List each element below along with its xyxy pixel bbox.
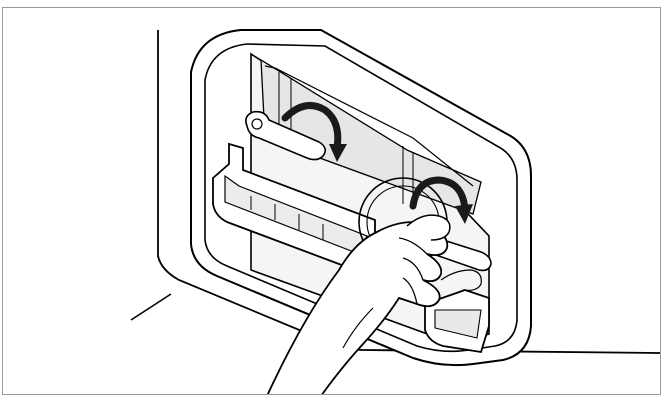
recess-top-lip <box>264 65 474 187</box>
illustration-frame <box>2 7 661 395</box>
filter-removal-illustration <box>130 29 660 394</box>
hand-icon <box>266 214 482 394</box>
hand-knuckles <box>342 269 482 349</box>
hand-outline <box>266 221 449 394</box>
rotate-counterclockwise-arrow-icon <box>281 102 347 162</box>
filter-tray-right-inner <box>434 309 482 339</box>
door-gasket-inner <box>204 43 518 353</box>
filter-tray-left-ribs <box>250 196 324 240</box>
filter-lever-left <box>245 110 327 161</box>
rotate-counterclockwise-arrow-icon <box>409 176 473 224</box>
hand-thumb <box>406 214 451 241</box>
filter-lever-left-pivot <box>251 118 263 130</box>
floor-line <box>130 293 172 321</box>
hand-finger-lines <box>398 237 428 305</box>
